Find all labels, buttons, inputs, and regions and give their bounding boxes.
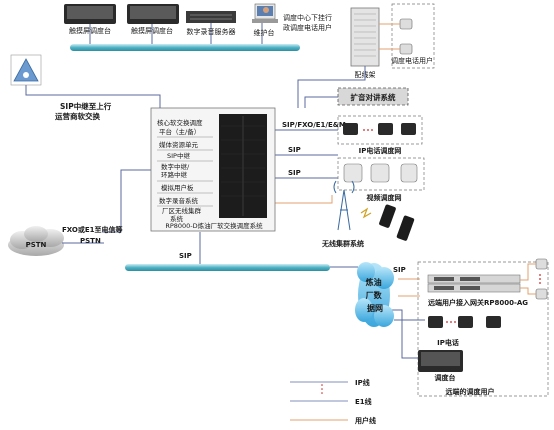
touch-console-1-icon xyxy=(64,4,116,24)
legend: IP线 E1线 用户线 xyxy=(290,378,376,425)
pstn-cloud-icon xyxy=(8,226,64,256)
upstream-softswitch-icon xyxy=(10,54,42,86)
dispatch-phone-icon-1 xyxy=(399,18,413,30)
video-network-label: 视频调度网 xyxy=(367,193,402,202)
video-network-box xyxy=(337,157,425,191)
core-unit-analog-board: 模拟用户板 xyxy=(161,183,194,192)
link-label-sip-fxo-e1-em: SIP/FXO/E1/E&M xyxy=(282,121,346,129)
refinery-network-cloud-icon xyxy=(355,262,394,327)
touch-console-2-label: 触摸屏调度台 xyxy=(131,26,173,35)
maintenance-label: 维护台 xyxy=(254,28,275,37)
refinery-network-label: 炼油 厂数 据网 xyxy=(366,277,385,313)
recording-server-label: 数字录音服务器 xyxy=(187,27,236,36)
legend-ip-line: IP线 xyxy=(355,378,370,387)
wireless-system-label: 无线集群系统 xyxy=(321,239,364,248)
broadcast-system-label: 扩音对讲系统 xyxy=(351,92,396,102)
remote-gateway-icon xyxy=(427,274,521,293)
remote-dispatch-console-icon xyxy=(418,350,463,372)
remote-gateway-label: 远端用户接入网关RP8000-AG xyxy=(428,298,528,307)
remote-users-label: 远端的调度用户 xyxy=(446,387,495,396)
core-unit-digital-trunk: 数字中继/ 环路中继 xyxy=(161,162,191,179)
top-device-links xyxy=(89,22,263,45)
core-unit-platform: 核心软交换调度 平台（主/备） xyxy=(157,118,205,136)
link-label-sip-right: SIP xyxy=(393,266,406,274)
user-lines-to-radio xyxy=(275,195,420,297)
core-unit-recording: 数字录音系统 xyxy=(159,196,199,205)
wireless-signal-icon xyxy=(360,207,372,219)
remote-analog-phones xyxy=(535,258,548,300)
ip-phone-label: IP电话 xyxy=(437,338,459,347)
sip-trunk-upstream-label: SIP中继至上行 运营商软交换 xyxy=(55,101,114,121)
dispatch-phone-icon-2 xyxy=(399,43,413,55)
distribution-frame-icon xyxy=(350,7,380,67)
pstn-label: PSTN xyxy=(26,241,47,249)
link-label-sip-2: SIP xyxy=(288,169,301,177)
dispatch-phone-user-lines xyxy=(379,23,400,50)
core-units: 核心软交换调度 平台（主/备） 媒体资源单元 SIP中继 数字中继/ 环路中继 … xyxy=(157,118,213,223)
touch-console-1-label: 触摸屏调度台 xyxy=(69,26,111,35)
e1-connection-lines xyxy=(25,66,377,273)
core-unit-wireless: 厂区无线集群 系统 xyxy=(162,206,203,223)
link-label-sip-1: SIP xyxy=(288,146,301,154)
core-unit-media: 媒体资源单元 xyxy=(159,140,199,149)
ip-phone-network-phones xyxy=(343,123,416,135)
ip-phone-network-box xyxy=(337,115,423,145)
center-user-label: 调度中心下挂行 政调度电话用户 xyxy=(283,13,334,32)
bottom-network-bus xyxy=(125,264,330,271)
ip-lines-right xyxy=(390,309,425,359)
core-server-rack-icon xyxy=(219,114,267,218)
legend-user-line: 用户线 xyxy=(355,416,376,425)
walkie-talkie-icons xyxy=(379,204,415,241)
core-unit-sip-trunk: SIP中继 xyxy=(167,151,190,160)
remote-ellipsis xyxy=(539,274,541,284)
dispatch-console-label: 调度台 xyxy=(435,373,456,382)
recording-server-icon xyxy=(186,11,236,23)
fxo-to-pstn-label: FXO或E1至电信等 PSTN xyxy=(62,225,125,245)
dispatch-phone-user-box xyxy=(391,3,435,69)
link-label-sip-bus: SIP xyxy=(179,252,192,260)
remote-user-lines xyxy=(520,263,536,295)
video-terminal-icons xyxy=(343,163,418,183)
maintenance-workstation-icon xyxy=(252,3,278,23)
remote-users-box xyxy=(417,261,549,397)
ip-phone-network-label: IP电话调度网 xyxy=(359,146,402,155)
dispatch-phone-user-label: 调度电话用户 xyxy=(391,56,433,65)
legend-e1-line: E1线 xyxy=(355,397,372,406)
core-caption: RP8000-D炼油厂软交换调度系统 xyxy=(165,221,263,230)
top-network-bus xyxy=(70,44,300,51)
touch-console-2-icon xyxy=(127,4,179,24)
radio-tower-icon xyxy=(333,180,355,231)
remote-ip-phones xyxy=(428,316,501,328)
